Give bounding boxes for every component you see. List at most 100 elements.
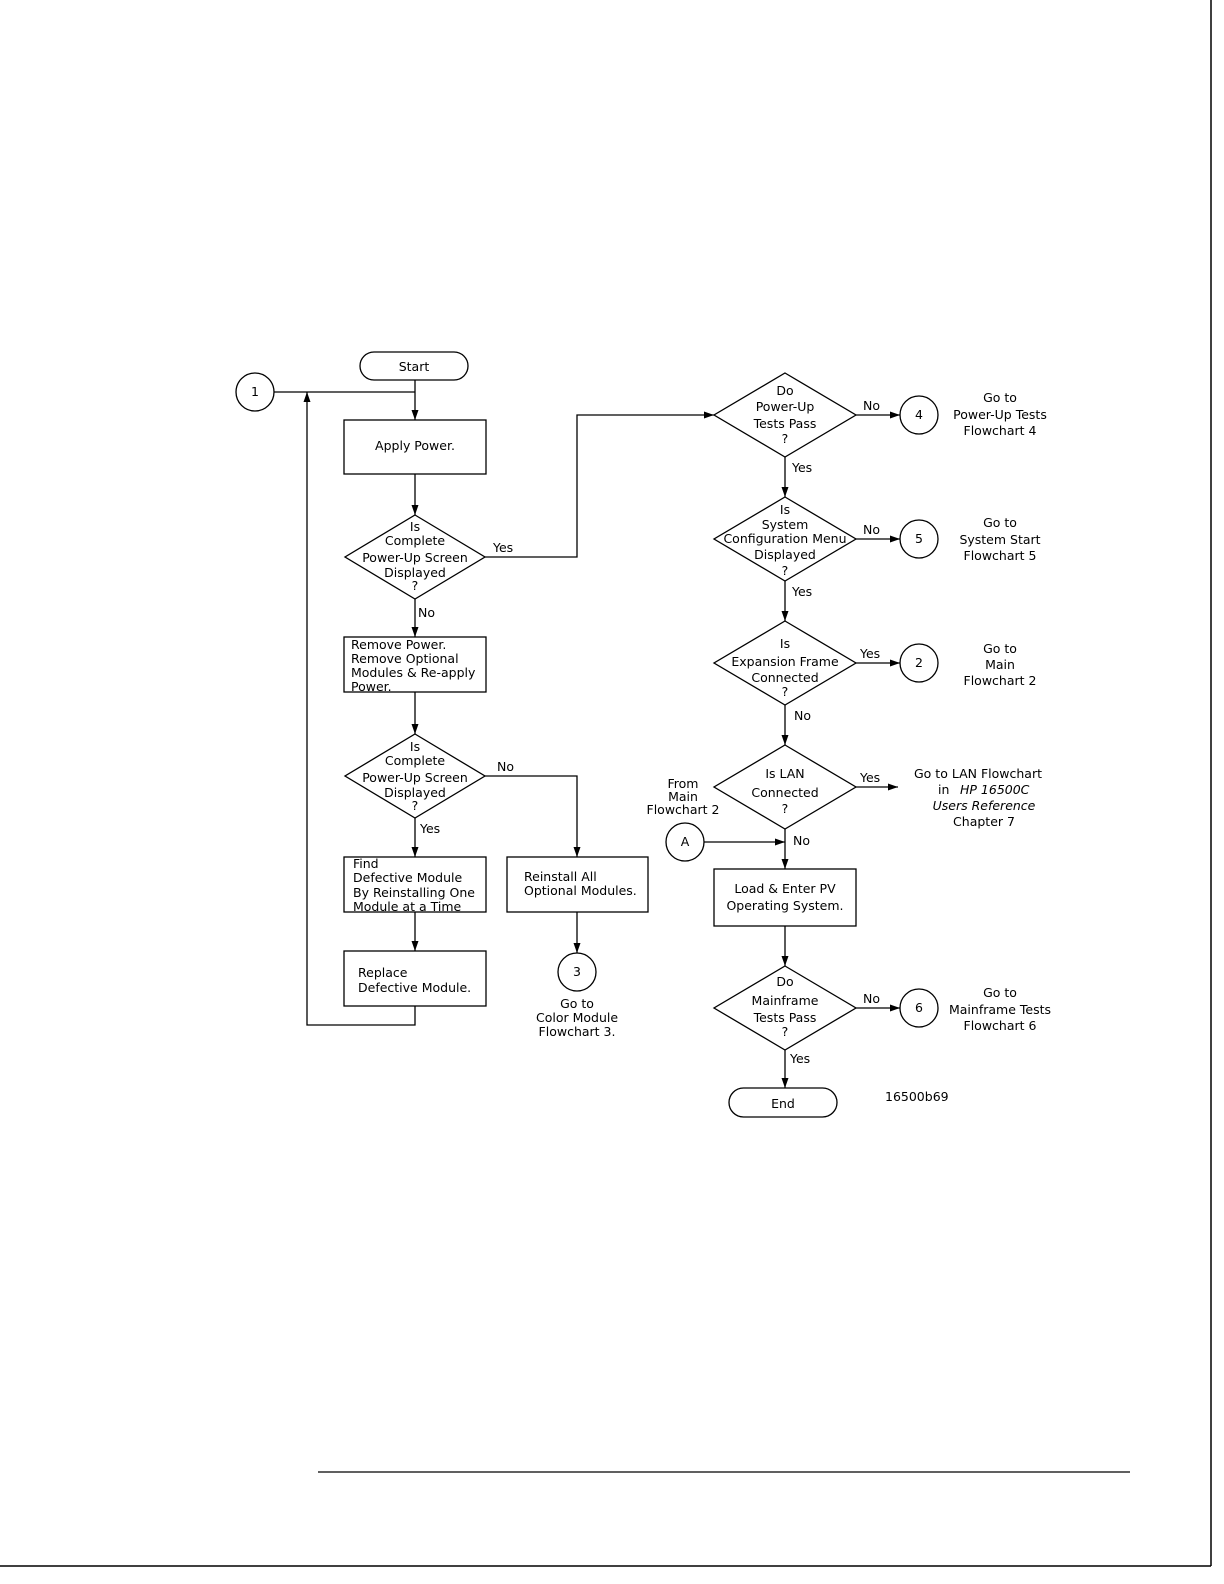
d4-line3: Configuration Menu <box>723 531 846 546</box>
edge-label-d7-no: No <box>863 991 880 1006</box>
d6-line1: Is LAN <box>765 766 804 781</box>
edge-label-d2-no: No <box>497 759 514 774</box>
terminal-start: Start <box>359 351 469 381</box>
load-os-line1: Load & Enter PV <box>734 881 836 896</box>
connector-a: A <box>665 822 705 862</box>
edge-label-d5-no: No <box>794 708 811 723</box>
note5-line3: Flowchart 5 <box>964 548 1037 563</box>
note2-line3: Flowchart 2 <box>964 673 1037 688</box>
edge-label-d3-yes: Yes <box>791 460 812 475</box>
d4-line1: Is <box>780 502 790 517</box>
d3-line2: Power-Up <box>756 399 815 414</box>
note-lan-line4: Chapter 7 <box>953 814 1015 829</box>
note6-line2: Mainframe Tests <box>949 1002 1051 1017</box>
edge-label-d4-yes: Yes <box>791 584 812 599</box>
d1-line4: Displayed <box>384 565 446 580</box>
d2-line4: Displayed <box>384 785 446 800</box>
d4-line5: ? <box>782 563 789 578</box>
d1-line3: Power-Up Screen <box>362 550 468 565</box>
d3-line3: Tests Pass <box>753 416 817 431</box>
process-find-module: Find Defective Module By Reinstalling On… <box>343 856 487 914</box>
note-lan-line3: Users Reference <box>933 798 1036 813</box>
find-module-line1: Find <box>353 856 379 871</box>
edge-label-d3-no: No <box>863 398 880 413</box>
note-goto-4: Go to Power-Up Tests Flowchart 4 <box>953 390 1047 438</box>
decision-mainframe-tests: Do Mainframe Tests Pass ? <box>712 965 858 1051</box>
replace-line2: Defective Module. <box>358 980 471 995</box>
decision-expansion-frame: Is Expansion Frame Connected ? <box>712 620 858 706</box>
d4-line2: System <box>762 517 809 532</box>
note3-line3: Flowchart 3. <box>539 1024 616 1039</box>
d6-line2: Connected <box>751 785 818 800</box>
from-main-line2: Main <box>668 789 698 804</box>
note6-line1: Go to <box>983 985 1017 1000</box>
d3-line1: Do <box>776 383 793 398</box>
edge-label-d1-no: No <box>418 605 435 620</box>
decision-system-config: Is System Configuration Menu Displayed ? <box>712 496 858 582</box>
edge-label-d7-yes: Yes <box>789 1051 810 1066</box>
d5-line2: Expansion Frame <box>731 654 839 669</box>
d1-line1: Is <box>410 519 420 534</box>
connector-4-label: 4 <box>915 407 923 422</box>
edge-labels: Yes No No Yes No Yes No Yes Yes No Yes N… <box>418 398 880 1066</box>
d7-line4: ? <box>782 1024 789 1039</box>
note5-line2: System Start <box>959 532 1040 547</box>
d5-line3: Connected <box>751 670 818 685</box>
d7-line2: Mainframe <box>752 993 819 1008</box>
decision-lan-connected: Is LAN Connected ? <box>712 744 858 830</box>
remove-power-line2: Remove Optional <box>351 651 459 666</box>
find-module-line4: Module at a Time <box>353 899 461 914</box>
d2-line1: Is <box>410 739 420 754</box>
decision-complete-screen-2: Is Complete Power-Up Screen Displayed ? <box>343 733 487 819</box>
connector-1: 1 <box>235 372 275 412</box>
note2-line2: Main <box>985 657 1015 672</box>
note4-line1: Go to <box>983 390 1017 405</box>
note-goto-6: Go to Mainframe Tests Flowchart 6 <box>949 985 1051 1033</box>
note5-line1: Go to <box>983 515 1017 530</box>
d3-line4: ? <box>782 431 789 446</box>
edge-label-d4-no: No <box>863 522 880 537</box>
reinstall-line1: Reinstall All <box>524 869 597 884</box>
d5-line1: Is <box>780 636 790 651</box>
note-lan-line2a: in <box>938 782 949 797</box>
d1-line2: Complete <box>385 533 446 548</box>
note-goto-lan: Go to LAN Flowchart in HP 16500C Users R… <box>914 766 1042 829</box>
note4-line3: Flowchart 4 <box>964 423 1037 438</box>
edge-label-d6-no: No <box>793 833 810 848</box>
note-lan-line2b: HP 16500C <box>960 782 1030 797</box>
d5-line4: ? <box>782 684 789 699</box>
note3-line2: Color Module <box>536 1010 618 1025</box>
start-label: Start <box>399 359 430 374</box>
process-load-os: Load & Enter PV Operating System. <box>713 868 857 927</box>
d1-line5: ? <box>412 578 419 593</box>
connector-5: 5 <box>899 519 939 559</box>
edge-label-d6-yes: Yes <box>859 770 880 785</box>
process-reinstall: Reinstall All Optional Modules. <box>506 856 649 913</box>
d2-line5: ? <box>412 798 419 813</box>
process-remove-power: Remove Power. Remove Optional Modules & … <box>343 636 487 694</box>
find-module-line2: Defective Module <box>353 870 462 885</box>
connector-1-label: 1 <box>251 384 259 399</box>
decision-complete-screen-1: Is Complete Power-Up Screen Displayed ? <box>343 514 487 600</box>
process-replace-module: Replace Defective Module. <box>343 950 487 1007</box>
d2-line3: Power-Up Screen <box>362 770 468 785</box>
replace-line1: Replace <box>358 965 408 980</box>
note4-line2: Power-Up Tests <box>953 407 1047 422</box>
d4-line4: Displayed <box>754 547 816 562</box>
remove-power-line4: Power. <box>351 679 392 694</box>
process-apply-power: Apply Power. <box>343 419 487 475</box>
note-goto-5: Go to System Start Flowchart 5 <box>959 515 1040 563</box>
flow-edges <box>274 380 900 1088</box>
terminal-end: End <box>728 1087 838 1118</box>
d6-line3: ? <box>782 801 789 816</box>
connector-a-label: A <box>681 834 690 849</box>
end-label: End <box>771 1096 795 1111</box>
connector-5-label: 5 <box>915 531 923 546</box>
note3-line1: Go to <box>560 996 594 1011</box>
connector-3: 3 <box>557 952 597 992</box>
remove-power-line1: Remove Power. <box>351 637 446 652</box>
edge-label-d2-yes: Yes <box>419 821 440 836</box>
note-from-main: From Main Flowchart 2 <box>647 776 720 817</box>
